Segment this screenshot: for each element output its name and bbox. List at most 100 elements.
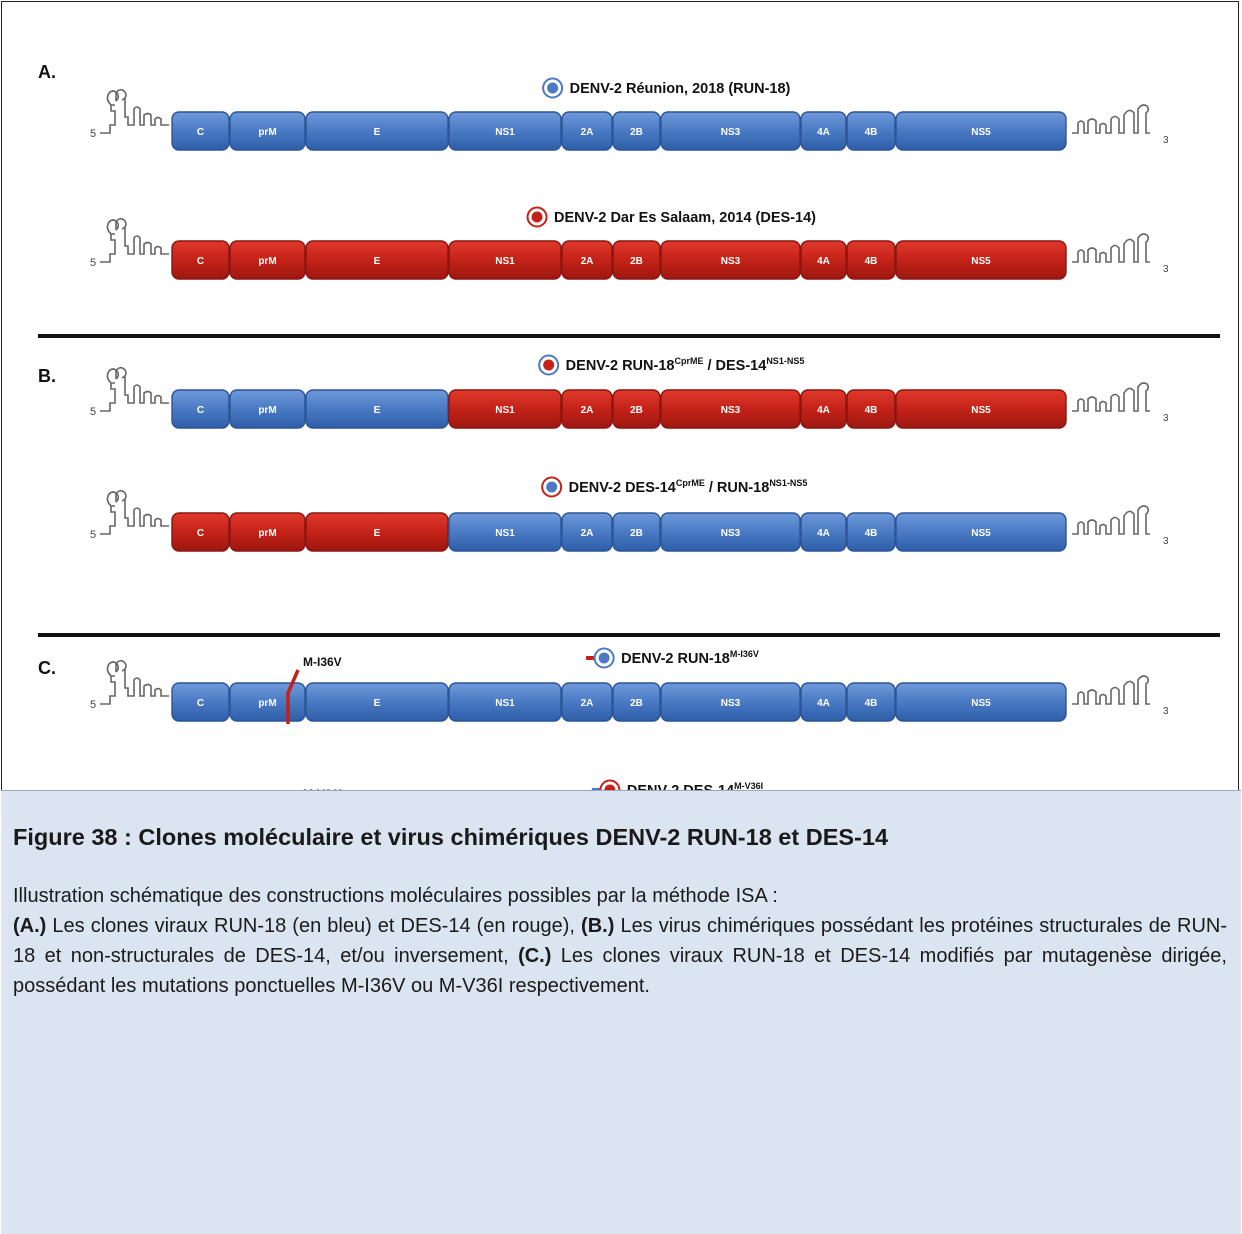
section-separator <box>38 334 1220 338</box>
segment-ns1 <box>448 389 562 429</box>
segment-label: 2A <box>581 698 594 709</box>
segment-2a <box>561 512 613 552</box>
three-prime-label: 3 <box>1163 706 1169 717</box>
caption-part-a-label: (A.) <box>13 915 47 937</box>
segment-4b <box>846 111 896 151</box>
segment-4a <box>800 512 847 552</box>
construct-title-superscript: CprME <box>674 356 703 366</box>
segment-2a <box>561 682 613 722</box>
segment-label: C <box>197 405 204 416</box>
segment-ns3 <box>660 111 801 151</box>
segment-4b <box>846 389 896 429</box>
construct-title-superscript: M-I36V <box>730 649 759 659</box>
segment-c <box>171 111 230 151</box>
construct-title-part: DENV-2 RUN-18 <box>566 358 675 374</box>
segment-label: prM <box>258 405 276 416</box>
construct-title-superscript: CprME <box>676 478 705 488</box>
construct-title: DENV-2 Dar Es Salaam, 2014 (DES-14) <box>554 210 816 226</box>
segment-label: 4B <box>865 698 878 709</box>
segment-ns5 <box>895 389 1067 429</box>
segment-label: NS1 <box>495 256 515 267</box>
segment-label: 2B <box>630 127 643 138</box>
segment-label: 4A <box>817 698 830 709</box>
construct-title-part: DENV-2 RUN-18 <box>621 651 730 667</box>
segment-ns1 <box>448 240 562 280</box>
segment-label: 2B <box>630 256 643 267</box>
segment-label: E <box>374 127 381 138</box>
construct-title: DENV-2 DES-14M-V36I <box>627 781 763 790</box>
segment-e <box>305 240 449 280</box>
utr3-structure <box>1071 233 1151 263</box>
segment-label: 4B <box>865 256 878 267</box>
five-prime-label: 5 <box>90 128 96 140</box>
segment-label: 4B <box>865 528 878 539</box>
construct-title: DENV-2 Réunion, 2018 (RUN-18) <box>570 81 791 97</box>
caption-part-c-text: Les clones viraux RUN-18 et DES-14 modif… <box>13 945 1227 997</box>
segment-ns5 <box>895 682 1067 722</box>
segment-ns3 <box>660 240 801 280</box>
mutation-marker-tick <box>586 656 597 660</box>
segment-label: NS3 <box>721 698 741 709</box>
segment-label: 2B <box>630 405 643 416</box>
segment-prm <box>229 512 306 552</box>
segment-e <box>305 111 449 151</box>
segment-label: NS3 <box>721 127 741 138</box>
segment-prm <box>229 111 306 151</box>
mutation-line <box>286 669 300 724</box>
segment-label: prM <box>258 528 276 539</box>
utr3-structure <box>1071 382 1151 412</box>
segment-label: E <box>374 256 381 267</box>
segment-label: NS1 <box>495 698 515 709</box>
segment-e <box>305 512 449 552</box>
caption-title: Figure 38 : Clones moléculaire et virus … <box>13 824 889 850</box>
strain-marker-dot <box>604 784 616 790</box>
segment-label: C <box>197 698 204 709</box>
segment-label: prM <box>258 256 276 267</box>
segment-4a <box>800 240 847 280</box>
construct-title-superscript: NS1-NS5 <box>766 356 804 366</box>
utr3-structure <box>1071 104 1151 134</box>
segment-2b <box>612 111 661 151</box>
utr5-structure <box>99 88 170 134</box>
three-prime-label: 3 <box>1163 536 1169 547</box>
five-prime-label: 5 <box>90 257 96 269</box>
segment-label: 2A <box>581 528 594 539</box>
construct-title-part: DENV-2 DES-14 <box>569 480 676 496</box>
segment-label: NS5 <box>971 127 991 138</box>
segment-label: 4A <box>817 528 830 539</box>
segment-ns1 <box>448 111 562 151</box>
caption-part-b-label: (B.) <box>581 915 615 937</box>
segment-e <box>305 389 449 429</box>
segment-2a <box>561 111 613 151</box>
segment-2b <box>612 240 661 280</box>
segment-label: NS5 <box>971 528 991 539</box>
segment-ns5 <box>895 111 1067 151</box>
caption-box: Figure 38 : Clones moléculaire et virus … <box>1 790 1241 1234</box>
strain-marker-dot <box>546 481 558 493</box>
segment-ns1 <box>448 682 562 722</box>
segment-label: E <box>374 405 381 416</box>
segment-ns3 <box>660 512 801 552</box>
segment-c <box>171 240 230 280</box>
segment-label: 2B <box>630 698 643 709</box>
construct-title-part: DENV-2 Réunion, 2018 (RUN-18) <box>570 81 791 97</box>
segment-c <box>171 682 230 722</box>
segment-4b <box>846 512 896 552</box>
construct-title-part: / RUN-18 <box>705 480 769 496</box>
segment-label: NS1 <box>495 127 515 138</box>
strain-marker-dot <box>543 359 555 371</box>
strain-marker-dot <box>531 211 543 223</box>
caption-part-c-label: (C.) <box>518 945 552 967</box>
segment-label: NS1 <box>495 528 515 539</box>
segment-label: 4A <box>817 127 830 138</box>
segment-label: 4B <box>865 127 878 138</box>
three-prime-label: 3 <box>1163 413 1169 424</box>
segment-ns5 <box>895 512 1067 552</box>
mutation-marker-tick <box>591 788 602 790</box>
segment-label: 2A <box>581 127 594 138</box>
segment-2b <box>612 512 661 552</box>
